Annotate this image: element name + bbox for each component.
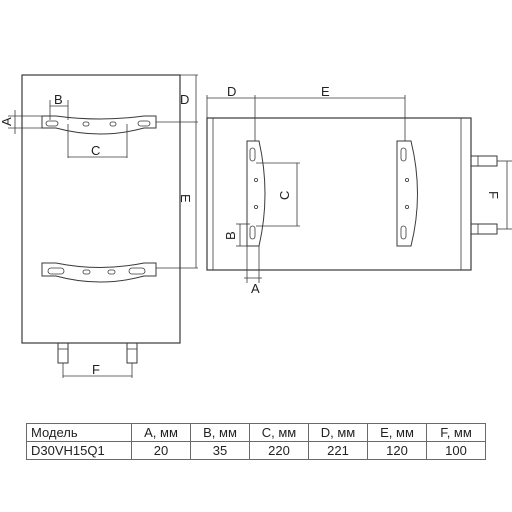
table-header-cell: F, мм [426, 423, 486, 442]
table-cell: 120 [367, 441, 427, 460]
label-c-front: C [91, 143, 100, 158]
table-header-cell: C, мм [249, 423, 309, 442]
side-dim-f [497, 160, 512, 230]
label-f-side: F [486, 191, 501, 199]
table-header-row: Модель A, мм B, мм C, мм D, мм E, мм F, … [26, 423, 486, 442]
table-cell: 220 [249, 441, 309, 460]
front-view [8, 74, 198, 378]
side-left-bracket [246, 140, 266, 247]
table-cell: 100 [426, 441, 486, 460]
side-dim-d [206, 95, 256, 141]
label-e-side: E [321, 84, 330, 99]
side-right-bracket [396, 140, 418, 247]
side-dim-b [236, 223, 250, 247]
front-dim-d [156, 74, 198, 123]
front-dim-e [156, 122, 198, 269]
front-dim-f [62, 363, 133, 378]
table-header-cell: B, мм [190, 423, 250, 442]
side-dim-c [256, 162, 300, 227]
label-c-side: C [277, 191, 292, 200]
table-cell: 35 [190, 441, 250, 460]
table-header-cell: Модель [26, 423, 132, 442]
label-a-front: A [0, 117, 14, 126]
front-tank-body [21, 74, 181, 344]
side-dim-e [255, 95, 406, 141]
label-d-side: D [227, 84, 236, 99]
front-dim-a [8, 110, 42, 134]
table-header-cell: A, мм [131, 423, 191, 442]
specs-table: Модель A, мм B, мм C, мм D, мм E, мм F, … [26, 423, 486, 460]
table-header-cell: D, мм [308, 423, 368, 442]
table-cell: D30VH15Q1 [26, 441, 132, 460]
front-top-bracket [41, 115, 157, 135]
label-a-side: A [251, 281, 260, 296]
table-cell: 221 [308, 441, 368, 460]
front-dim-c [67, 124, 128, 158]
label-f-front: F [92, 362, 100, 377]
side-view [206, 95, 512, 283]
front-bottom-bracket [41, 262, 157, 283]
label-b-side: B [223, 231, 238, 240]
label-b-front: B [54, 92, 63, 107]
table-header-cell: E, мм [367, 423, 427, 442]
front-dim-b [49, 100, 69, 120]
table-cell: 20 [131, 441, 191, 460]
front-pipes [57, 342, 138, 364]
side-dim-a [244, 246, 262, 283]
label-e-front: E [178, 194, 193, 203]
table-row: D30VH15Q1 20 35 220 221 120 100 [26, 441, 486, 460]
side-tank-body [206, 117, 472, 271]
label-d-front: D [180, 92, 189, 107]
